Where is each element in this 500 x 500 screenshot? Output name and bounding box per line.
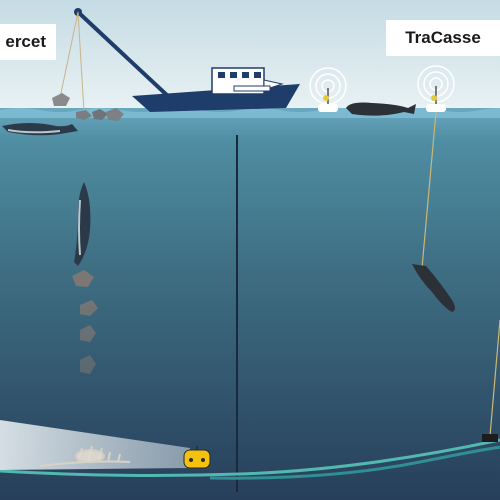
- sonar-device-icon: [183, 446, 211, 469]
- sonar-cone: [0, 420, 190, 470]
- whale-icon: [346, 102, 416, 116]
- seafloor-line-dark: [209, 445, 500, 480]
- rock-icon: [72, 270, 98, 374]
- anchor-device-icon: [482, 434, 498, 442]
- project-label-right: TraCasse: [386, 20, 500, 56]
- tether-line: [489, 319, 500, 437]
- rock-icon: [52, 93, 124, 121]
- boat-icon: [132, 67, 300, 112]
- radio-buoy-icon: [309, 67, 347, 112]
- radio-buoy-icon: [417, 65, 455, 112]
- whale-icon: [412, 264, 455, 312]
- whale-icon: [2, 123, 78, 136]
- crane-icon: [59, 8, 172, 113]
- seafloor-line: [0, 438, 500, 477]
- tether-line: [421, 111, 437, 269]
- whale-icon: [74, 182, 91, 266]
- project-label-left: ercet: [0, 24, 56, 60]
- whale-skeleton: [39, 445, 131, 467]
